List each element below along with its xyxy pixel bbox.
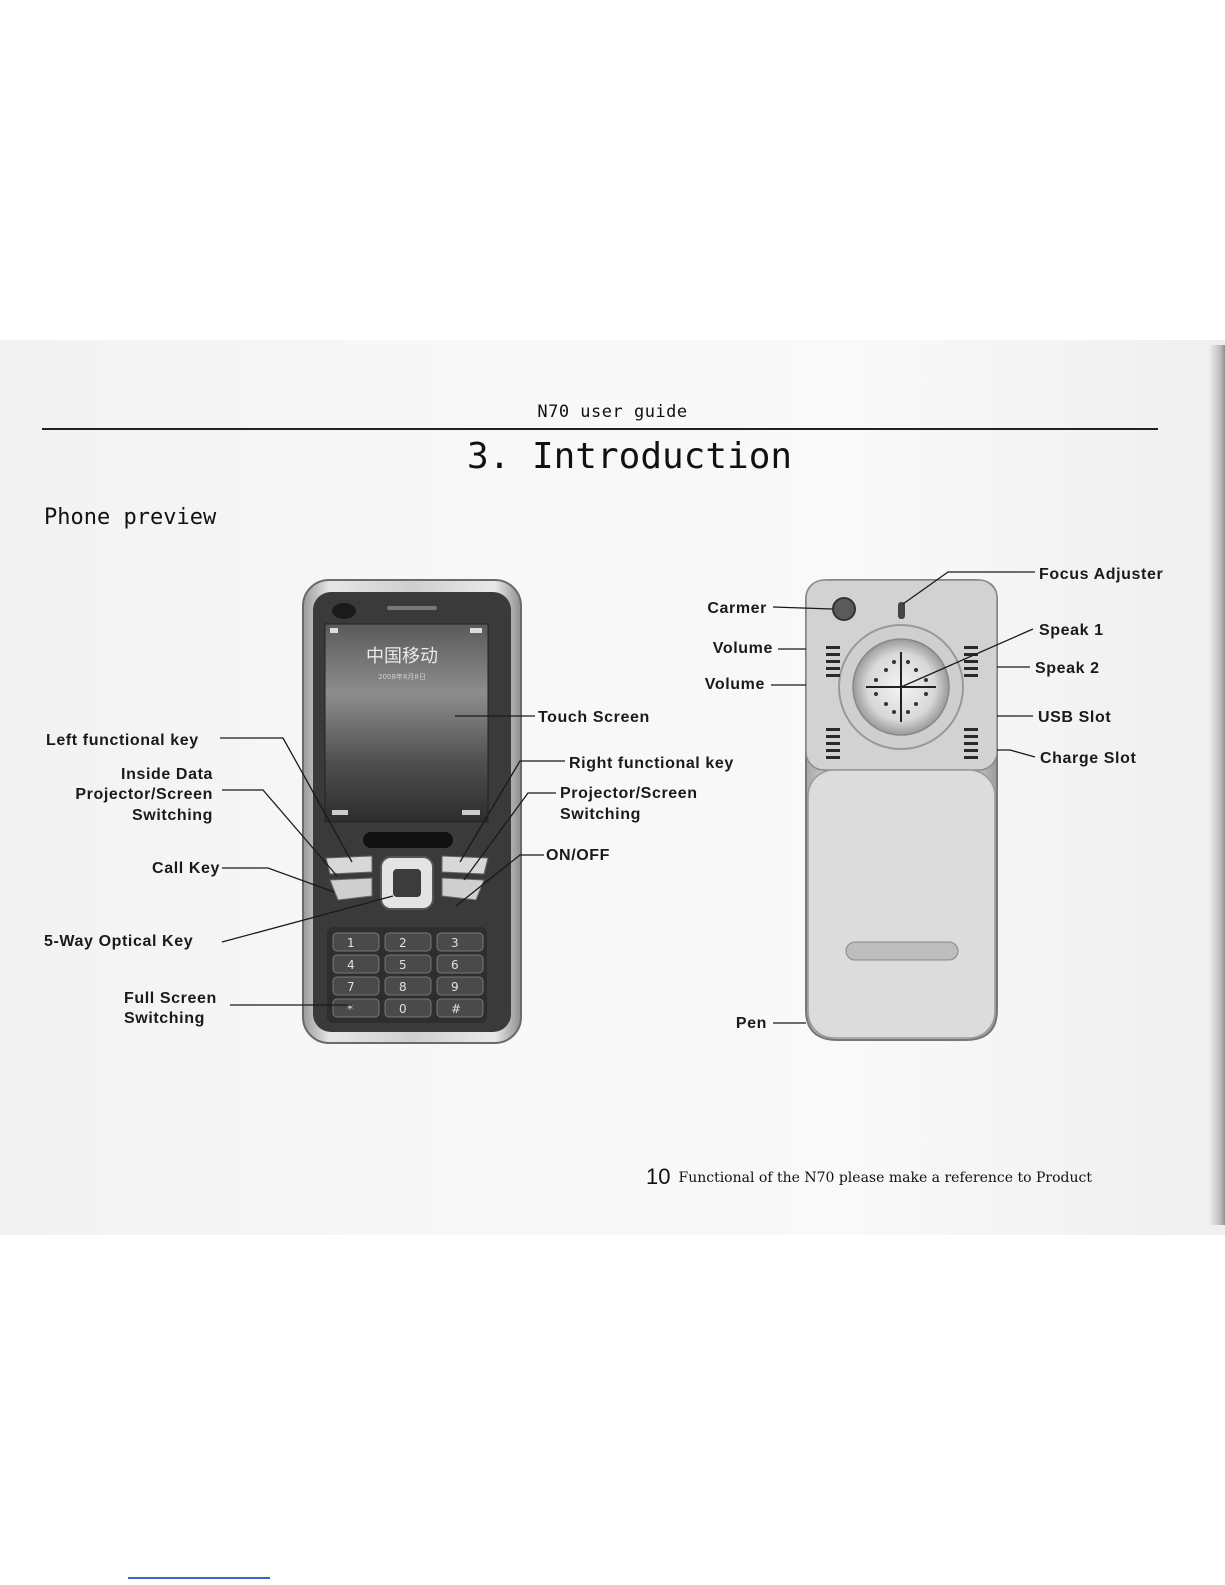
screen-carrier-text: 中国移动 (366, 646, 438, 667)
focus-adjuster-icon (898, 602, 905, 619)
label-volume-2: Volume (705, 676, 765, 693)
keypad-key-bg[interactable] (436, 998, 484, 1018)
label-full-screen-switching: Switching (124, 1010, 205, 1027)
label-usb-slot: USB Slot (1038, 709, 1111, 726)
call-key[interactable] (329, 877, 373, 901)
keypad-key-bg[interactable] (332, 932, 380, 952)
left-functional-key[interactable] (325, 855, 373, 875)
front-phone: 中国移动 2008年8月8日 1 2 3 4 5 6 7 8 9 * 0 # (302, 579, 522, 1044)
keypad-key-label: 2 (399, 936, 407, 950)
brand-strip (363, 832, 453, 848)
front-leader-lines (220, 715, 565, 1006)
keypad-key-bg[interactable] (384, 976, 432, 996)
earpiece-icon (387, 606, 437, 610)
footer-text: Functional of the N70 please make a refe… (678, 1170, 1092, 1186)
page-number: 10 (646, 1164, 671, 1189)
label-projector-screen: Projector/Screen (560, 785, 698, 802)
keypad-key-label: 5 (399, 958, 407, 972)
on-off-key[interactable] (441, 877, 485, 901)
back-phone (805, 579, 998, 1041)
keypad-key-bg[interactable] (384, 932, 432, 952)
keypad: 1 2 3 4 5 6 7 8 9 * 0 # (327, 927, 487, 1023)
label-inside-data-projector: Projector/Screen (75, 786, 213, 803)
label-speak-1: Speak 1 (1039, 622, 1104, 639)
keypad-key-bg[interactable] (436, 954, 484, 974)
header-title: N70 user guide (537, 402, 688, 422)
keypad-key-label: 3 (451, 936, 459, 950)
label-carmer: Carmer (707, 600, 767, 617)
page-footer: 10 Functional of the N70 please make a re… (646, 1164, 1092, 1190)
header-rule (42, 428, 1158, 430)
label-inside-data: Inside Data (121, 766, 213, 783)
screen-date-text: 2008年8月8日 (378, 672, 426, 681)
label-left-functional-key: Left functional key (46, 732, 199, 749)
scanned-page-area (0, 340, 1225, 1235)
keypad-key-label: 8 (399, 980, 407, 994)
camera-lens-icon (832, 597, 856, 621)
keypad-key-bg[interactable] (436, 976, 484, 996)
label-charge-slot: Charge Slot (1040, 750, 1136, 767)
page-edge-shadow (1209, 345, 1225, 1225)
label-focus-adjuster: Focus Adjuster (1039, 566, 1163, 583)
label-call-key: Call Key (152, 860, 220, 877)
side-grilles (826, 646, 978, 759)
section-title: 3. Introduction (466, 436, 793, 477)
back-leader-lines (771, 571, 1036, 1024)
label-five-way-optical-key: 5-Way Optical Key (44, 933, 193, 950)
battery-cover (807, 769, 996, 1039)
touch-screen (324, 623, 489, 823)
keypad-key-label: 0 (399, 1002, 407, 1016)
label-on-off: ON/OFF (546, 847, 610, 864)
section-subtitle: Phone preview (44, 505, 217, 530)
keypad-key-bg[interactable] (384, 998, 432, 1018)
label-touch-screen: Touch Screen (538, 709, 650, 726)
keypad-key-label: 4 (347, 958, 355, 972)
label-inside-data-switching: Switching (132, 807, 213, 824)
label-right-functional-key: Right functional key (569, 755, 734, 772)
cover-grip (845, 941, 959, 961)
bottom-link-underline[interactable] (128, 1577, 270, 1579)
label-volume-1: Volume (713, 640, 773, 657)
right-functional-key[interactable] (441, 855, 489, 875)
speaker-holes (874, 660, 928, 714)
label-speak-2: Speak 2 (1035, 660, 1100, 677)
label-projector-switching: Switching (560, 806, 641, 823)
keypad-key-bg[interactable] (332, 954, 380, 974)
keypad-key-bg[interactable] (384, 954, 432, 974)
label-pen: Pen (736, 1015, 767, 1032)
label-full-screen: Full Screen (124, 990, 217, 1007)
keypad-key-bg[interactable] (436, 932, 484, 952)
keypad-key-label: 7 (347, 980, 355, 994)
keypad-key-bg[interactable] (332, 998, 380, 1018)
front-camera-icon (332, 603, 356, 619)
keypad-key-bg[interactable] (332, 976, 380, 996)
keypad-key-label: * (347, 1002, 353, 1016)
keypad-key-label: 1 (347, 936, 355, 950)
keypad-key-label: 9 (451, 980, 459, 994)
keypad-key-label: 6 (451, 958, 459, 972)
keypad-key-label: # (451, 1002, 461, 1016)
